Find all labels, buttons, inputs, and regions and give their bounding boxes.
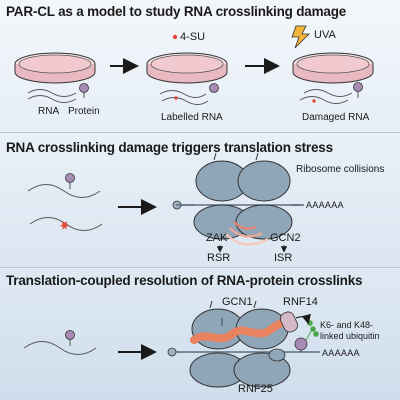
lightning-icon <box>291 25 310 49</box>
rnf14-label: RNF14 <box>283 296 318 308</box>
damaged-rna-label: Damaged RNA <box>302 112 370 123</box>
divider <box>0 267 400 268</box>
panel-translation-stress <box>0 133 400 267</box>
rnf25-protein <box>268 348 286 362</box>
labelled-rna-label: Labelled RNA <box>161 112 223 123</box>
crosslink-icon <box>60 220 69 230</box>
reagent-label: 4-SU <box>180 31 206 43</box>
rna-strand <box>299 96 349 104</box>
rsr-label: RSR <box>207 252 231 264</box>
cap-icon <box>167 347 177 357</box>
rna-strand <box>27 89 77 97</box>
panel-title: Translation-coupled resolution of RNA-pr… <box>6 273 363 288</box>
petri-dish <box>292 52 374 84</box>
petri-dish <box>146 52 228 84</box>
polya-label: AAAAAA <box>322 348 360 358</box>
rna-strand <box>27 95 77 103</box>
arrow <box>295 313 311 325</box>
rna-strand <box>161 97 209 105</box>
ubiquitin-label: linked ubiquitin <box>320 331 380 341</box>
zak-label: ZAK <box>206 232 228 244</box>
stress-signal <box>225 221 269 246</box>
polya-label: AAAAAA <box>306 200 344 210</box>
reagent-label: UVA <box>314 29 336 41</box>
rnf14-protein <box>280 311 298 333</box>
rnf25-label: RNF25 <box>238 383 273 395</box>
divider <box>0 132 400 133</box>
gcn1-label: GCN1 <box>222 296 253 308</box>
panel-title: RNA crosslinking damage triggers transla… <box>6 140 333 155</box>
label-dot-icon <box>312 99 316 103</box>
rna-strand <box>27 184 101 198</box>
ribosome-icon <box>193 152 251 240</box>
protein-icon <box>65 173 75 183</box>
rna-strand <box>23 341 97 355</box>
ubiquitin-label: K6- and K48- <box>320 320 374 330</box>
ribosome-icon <box>235 152 293 240</box>
protein-icon <box>294 337 308 351</box>
isr-label: ISR <box>274 252 293 264</box>
ubiquitin-icon <box>305 320 319 341</box>
collisions-label: Ribosome collisions <box>296 164 385 175</box>
label-dot-icon <box>174 96 178 100</box>
rna-strand <box>159 90 207 98</box>
protein-icon <box>79 83 89 93</box>
gcn1-protein <box>190 316 292 344</box>
protein-icon <box>353 82 363 92</box>
ribosome-icon <box>233 300 291 388</box>
petri-dish <box>14 52 96 84</box>
panel-title: PAR-CL as a model to study RNA crosslink… <box>6 4 347 19</box>
protein-label: Protein <box>68 106 100 117</box>
gcn2-label: GCN2 <box>270 232 301 244</box>
protein-icon <box>65 330 75 340</box>
label-dot-icon <box>172 34 178 40</box>
rna-strand <box>303 89 353 97</box>
rna-label: RNA <box>38 106 60 117</box>
protein-icon <box>209 83 219 93</box>
